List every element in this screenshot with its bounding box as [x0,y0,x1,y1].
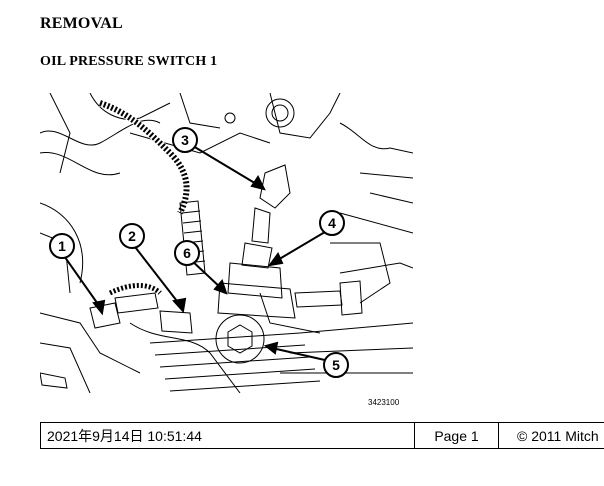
svg-text:4: 4 [328,215,336,231]
callout-2: 2 [119,223,145,249]
page-footer: 2021年9月14日 10:51:44 Page 1 © 2011 Mitch [40,422,604,449]
svg-text:6: 6 [183,245,191,261]
callout-6: 6 [174,240,200,266]
callout-4: 4 [319,210,345,236]
svg-text:3: 3 [181,132,189,148]
section-title: REMOVAL [40,15,123,32]
svg-text:1: 1 [58,238,66,254]
callout-5: 5 [323,352,349,378]
print-datetime: 2021年9月14日 10:51:44 [41,423,415,448]
engine-line-drawing: 1 2 3 4 5 6 [40,93,413,393]
page-number: Page 1 [415,423,499,448]
subsection-title: OIL PRESSURE SWITCH 1 [40,54,218,69]
callout-3: 3 [172,127,198,153]
oil-pressure-switch-illustration: 1 2 3 4 5 6 [40,93,413,393]
figure-id: 3423100 [368,398,400,407]
callout-1: 1 [49,233,75,259]
svg-text:5: 5 [332,357,340,373]
copyright-notice: © 2011 Mitch [517,427,599,444]
svg-text:2: 2 [128,228,136,244]
